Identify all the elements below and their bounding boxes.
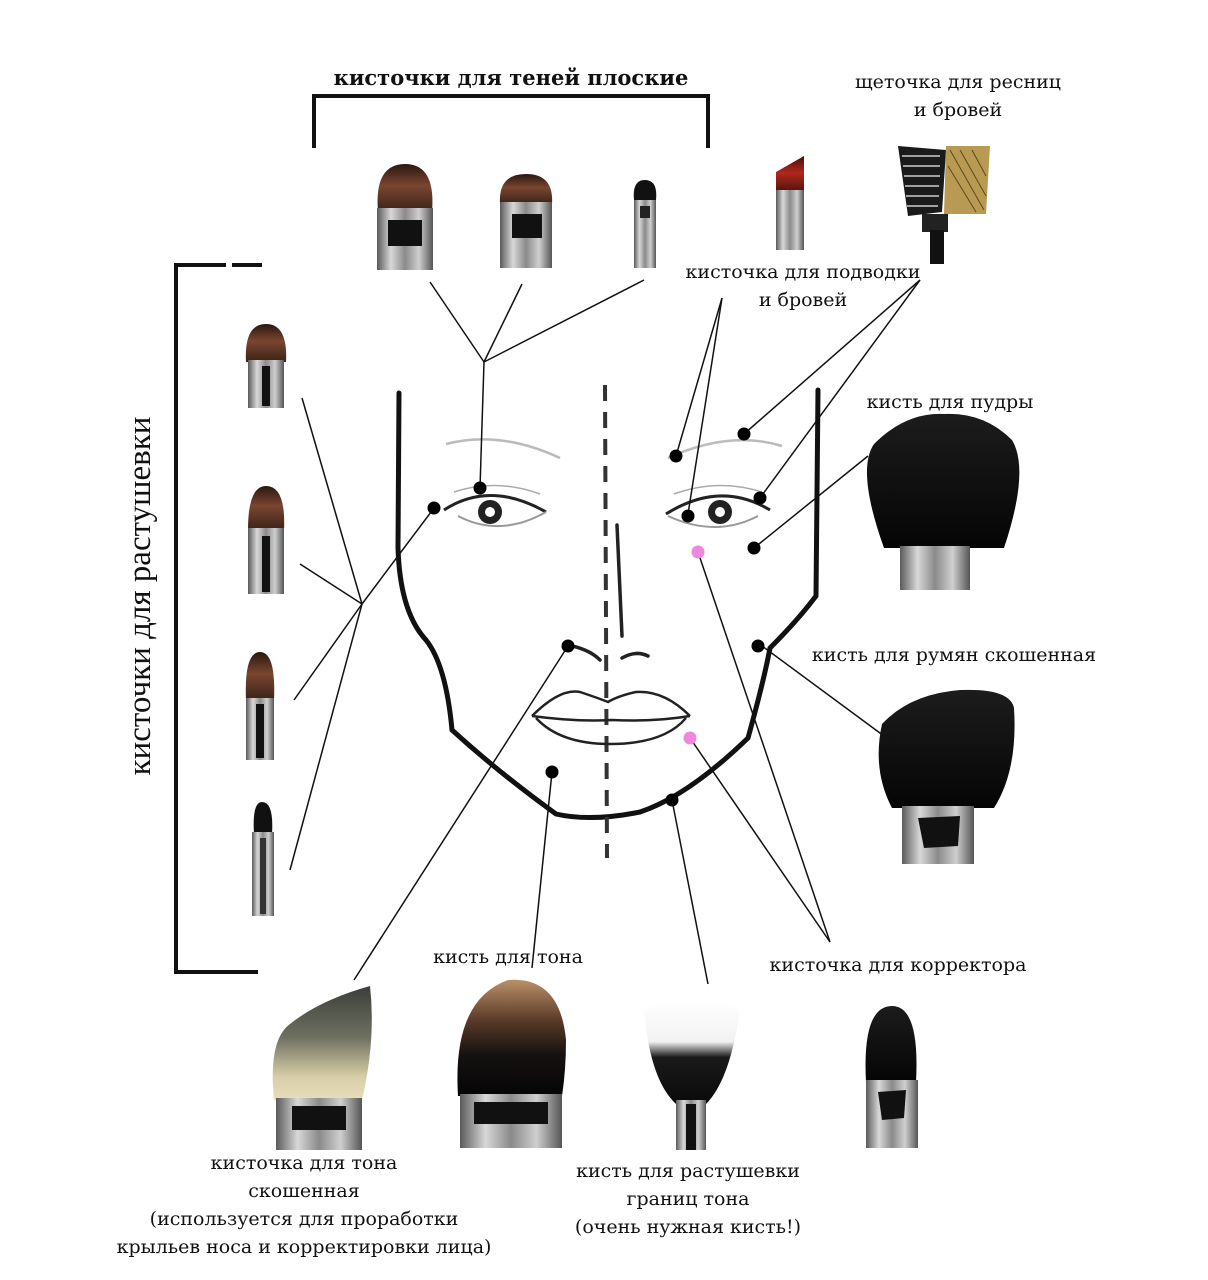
leader-lines: [289, 279, 921, 985]
right-eye: [665, 484, 771, 528]
face-center-line: [603, 384, 609, 859]
flat-shadow-brush-medium-icon: [499, 174, 553, 268]
blending-brush-2-icon: [248, 486, 285, 594]
label-edge-3: (очень нужная кисть!): [574, 1216, 802, 1238]
label-angled-1: кисточка для тона: [210, 1152, 398, 1174]
target-dots: [427, 427, 767, 807]
left-eye: [443, 484, 547, 527]
corrector-brush-icon: [865, 1006, 918, 1148]
label-lash-brow-1: щеточка для ресниц: [854, 71, 1062, 93]
label-lash-brow-2: и бровей: [913, 99, 1003, 121]
label-flat-shadow: кисточки для теней плоские: [333, 65, 689, 90]
label-angled-2: скошенная: [248, 1180, 360, 1202]
flat-shadow-bracket: [312, 94, 710, 148]
left-brow: [445, 438, 561, 460]
label-corrector: кисточка для корректора: [769, 954, 1027, 976]
label-blending: кисточки для растушевки: [122, 416, 158, 776]
angled-foundation-brush-icon: [272, 986, 372, 1150]
blending-brush-1-icon: [245, 324, 287, 408]
blending-brush-3-icon: [245, 652, 275, 760]
corrector-dots: [683, 545, 705, 745]
powder-brush-icon: [866, 413, 1020, 590]
foundation-brush-icon: [457, 979, 566, 1148]
flat-shadow-brush-large-icon: [377, 164, 433, 270]
duo-fibre-brush-icon: [644, 1000, 740, 1150]
label-edge-1: кисть для растушевки: [576, 1160, 800, 1182]
label-angled-3: (используется для проработки: [149, 1208, 459, 1230]
blending-brush-4-icon: [252, 802, 274, 916]
label-blush: кисть для румян скошенная: [811, 644, 1097, 666]
right-brow: [667, 438, 783, 460]
lash-brow-comb-icon: [898, 146, 990, 264]
label-liner-brow-2: и бровей: [758, 289, 848, 311]
label-powder: кисть для пудры: [866, 391, 1034, 413]
blush-brush-icon: [878, 689, 1015, 864]
label-angled-4: крыльев носа и корректировки лица): [116, 1236, 492, 1258]
mouth: [531, 690, 691, 746]
face-outline: [395, 387, 821, 821]
blending-bracket: [174, 263, 258, 974]
label-liner-brow-1: кисточка для подводки: [685, 261, 921, 283]
label-edge-2: границ тона: [626, 1188, 750, 1210]
nose: [570, 523, 650, 662]
flat-shadow-brush-small-icon: [633, 180, 657, 268]
label-foundation: кисть для тона: [433, 946, 583, 968]
liner-brush-icon: [776, 156, 804, 250]
